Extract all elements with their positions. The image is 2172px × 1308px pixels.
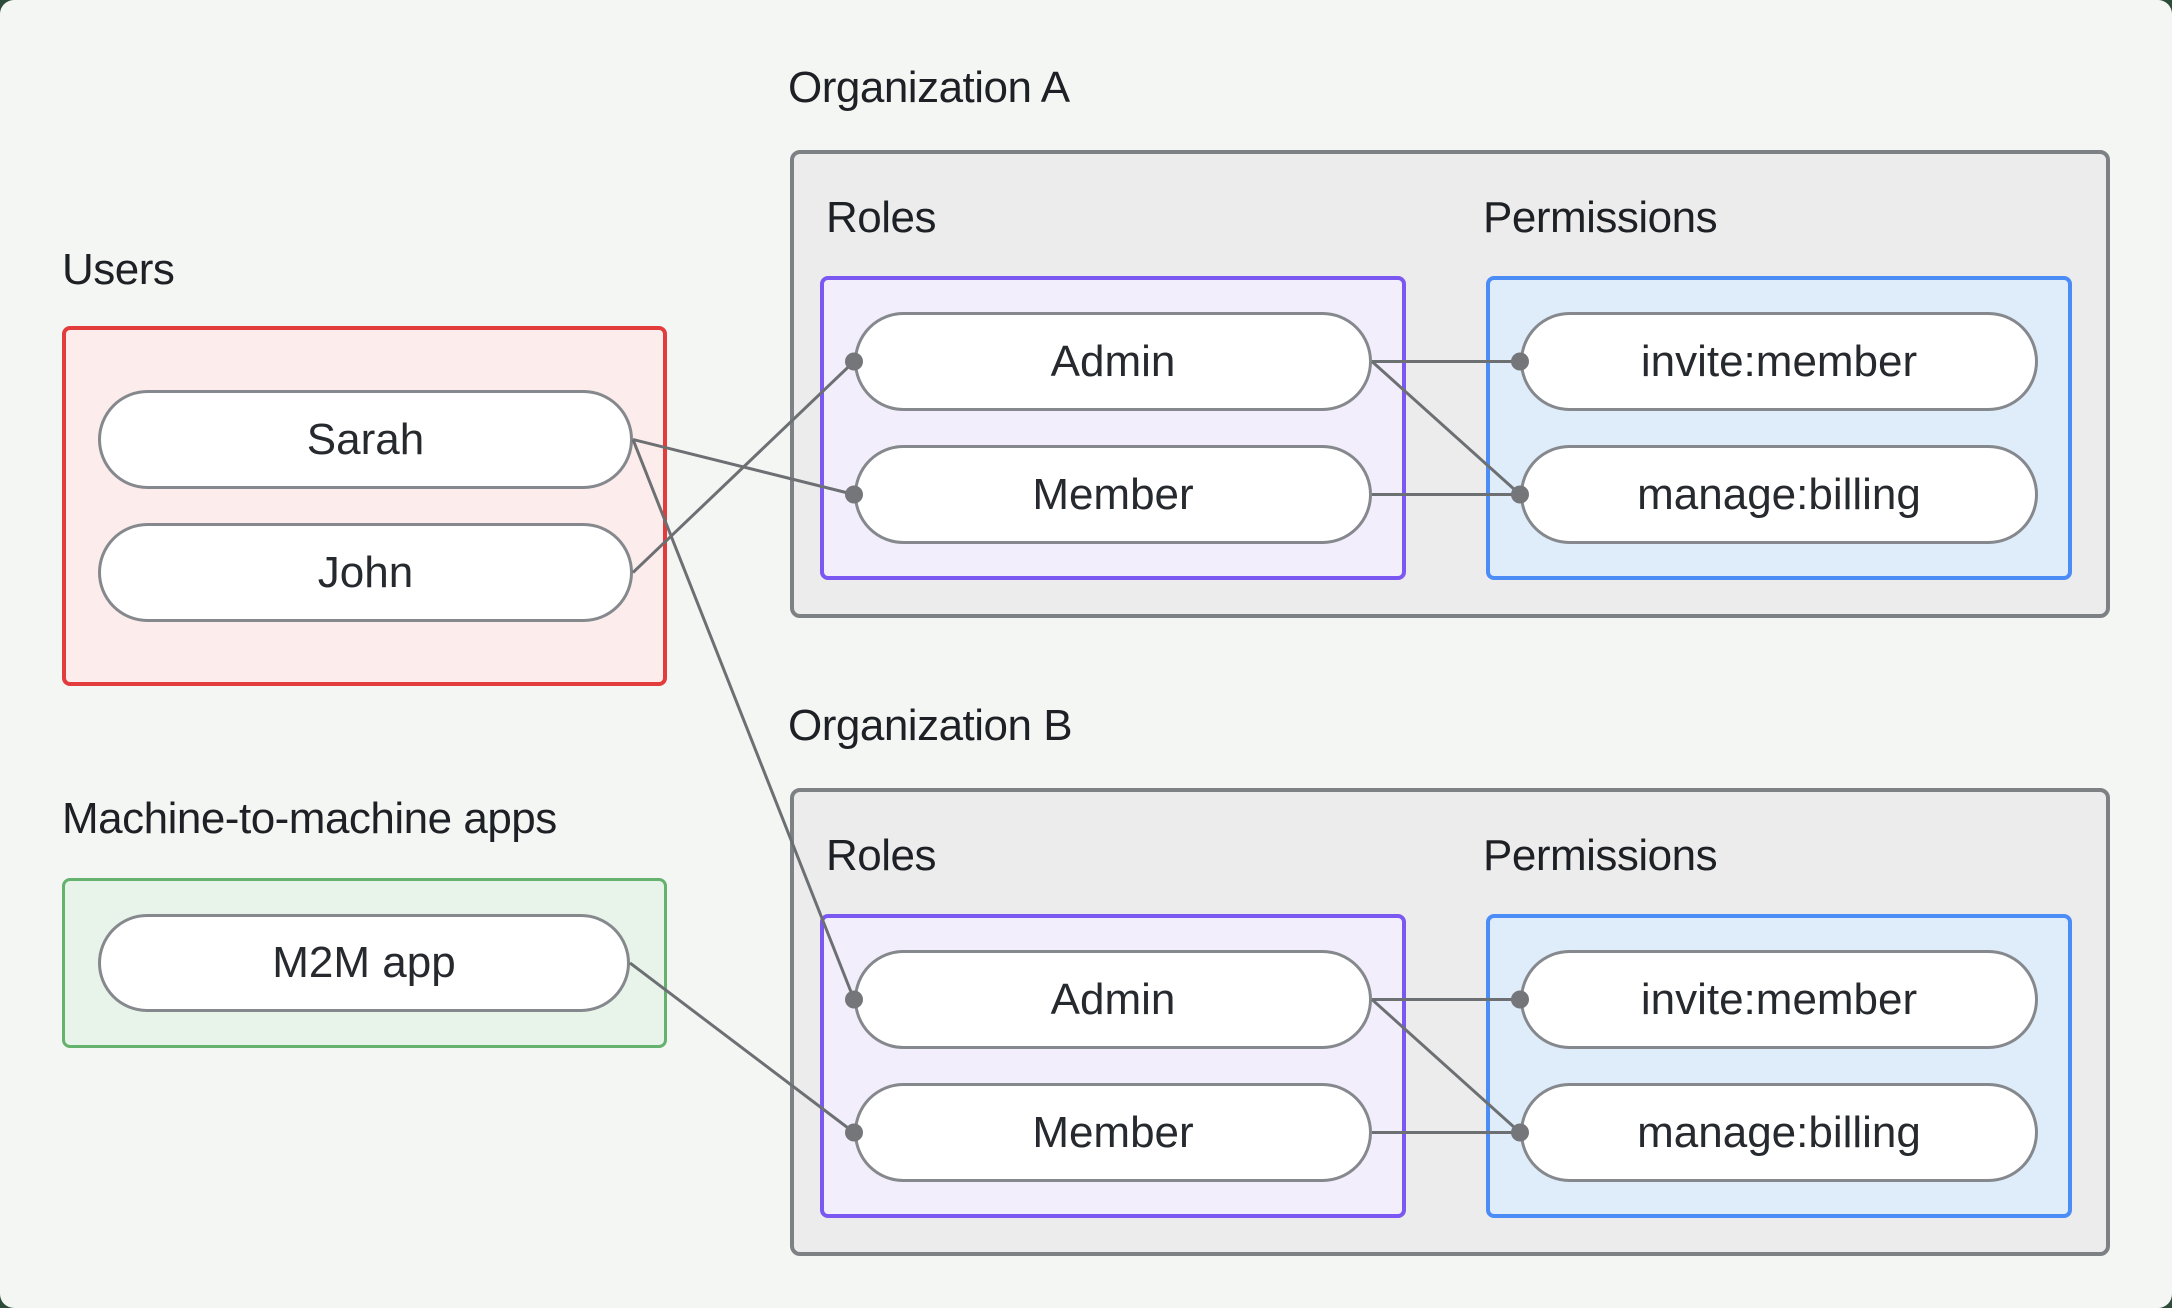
users-group-box: [62, 326, 667, 686]
org-a-permissions-label: Permissions: [1483, 193, 1718, 242]
org-b-role-admin: Admin: [854, 950, 1372, 1049]
org-a-permission-invite-member: invite:member: [1520, 312, 2038, 411]
org-a-role-admin: Admin: [854, 312, 1372, 411]
org-a-permission-manage-billing: manage:billing: [1520, 445, 2038, 544]
org-a-title: Organization A: [788, 63, 1070, 112]
user-node-sarah: Sarah: [98, 390, 633, 489]
m2m-app-node: M2M app: [98, 914, 630, 1012]
org-b-title: Organization B: [788, 701, 1073, 750]
org-b-permissions-label: Permissions: [1483, 831, 1718, 880]
org-b-role-member: Member: [854, 1083, 1372, 1182]
user-node-john: John: [98, 523, 633, 622]
org-b-permission-manage-billing: manage:billing: [1520, 1083, 2038, 1182]
users-group-label: Users: [62, 245, 175, 294]
org-a-role-member: Member: [854, 445, 1372, 544]
org-b-roles-label: Roles: [826, 831, 937, 880]
m2m-group-label: Machine-to-machine apps: [62, 794, 557, 843]
org-b-permission-invite-member: invite:member: [1520, 950, 2038, 1049]
org-a-roles-label: Roles: [826, 193, 937, 242]
